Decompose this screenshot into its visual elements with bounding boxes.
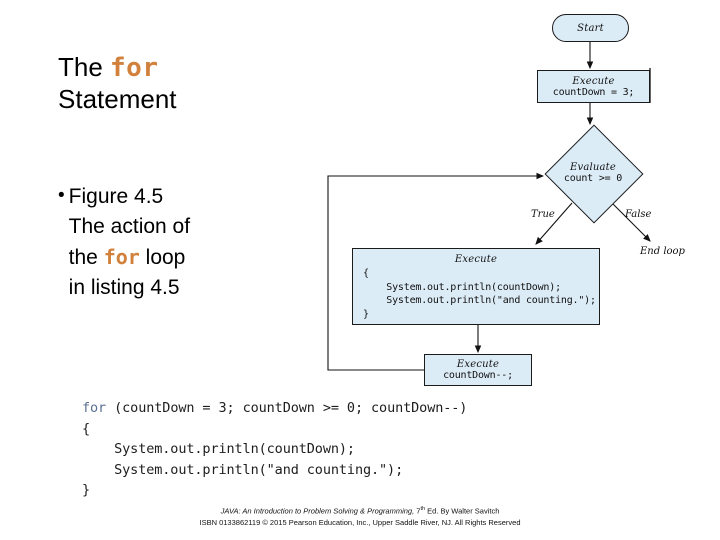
footer-edition-tail: Ed. By Walter Savitch bbox=[425, 506, 500, 516]
bullet-line-4: in listing 4.5 bbox=[68, 276, 180, 300]
code-line-2: { bbox=[82, 420, 91, 437]
node-init-code: countDown = 3; bbox=[552, 86, 635, 98]
flowchart-connectors bbox=[327, 42, 651, 371]
footer-title: JAVA: An Introduction to Problem Solving… bbox=[220, 506, 415, 516]
footer-edition-sup: th bbox=[420, 506, 426, 512]
flowchart-node-body: Execute { System.out.println(countDown);… bbox=[352, 248, 600, 325]
node-update-label: Execute bbox=[456, 359, 500, 370]
footer-line-2: ISBN 0133862119 © 2015 Pearson Education… bbox=[199, 517, 521, 527]
title-keyword-for: for bbox=[110, 53, 159, 83]
node-decision-code: count >= 0 bbox=[563, 173, 623, 184]
flowchart-figure: Start Execute countDown = 3; Evaluate co… bbox=[327, 14, 685, 386]
bullet-line-1: Figure 4.5 bbox=[68, 185, 164, 208]
title-line-1: The for bbox=[58, 52, 308, 84]
page-title: The for Statement bbox=[58, 52, 308, 114]
edge-label-true: True bbox=[531, 209, 555, 220]
code-keyword-for: for bbox=[82, 400, 107, 416]
footer-credit: JAVA: An Introduction to Problem Solving… bbox=[0, 505, 720, 528]
edge-label-false: False bbox=[625, 209, 652, 220]
bullet-line-3-prefix: the bbox=[68, 245, 104, 269]
bullet-line-3-suffix: loop bbox=[139, 245, 186, 269]
footer-line-1: JAVA: An Introduction to Problem Solving… bbox=[0, 505, 720, 517]
code-listing: for (countDown = 3; countDown >= 0; coun… bbox=[82, 398, 467, 501]
node-update-code: countDown--; bbox=[443, 370, 513, 381]
code-line-5: } bbox=[82, 482, 91, 499]
flowchart-node-update: Execute countDown--; bbox=[424, 354, 532, 386]
bullet-dot-icon: • bbox=[58, 185, 65, 206]
title-line-2: Statement bbox=[58, 83, 177, 114]
code-line-4: System.out.println("and counting."); bbox=[82, 461, 404, 478]
bullet-keyword-for: for bbox=[103, 244, 140, 269]
node-init-label: Execute bbox=[572, 75, 615, 87]
bullet-line-2: The action of bbox=[68, 215, 191, 239]
edge-label-end-loop: End loop bbox=[640, 246, 685, 257]
code-line-3: System.out.println(countDown); bbox=[82, 441, 355, 458]
node-body-code: { System.out.println(countDown); System.… bbox=[363, 268, 596, 320]
flowchart-node-start: Start bbox=[552, 14, 629, 42]
decision-text-group: Evaluate count >= 0 bbox=[545, 125, 641, 221]
node-decision-label: Evaluate bbox=[569, 162, 617, 173]
node-body-label: Execute bbox=[454, 254, 498, 265]
footer-edition-num: 7 bbox=[414, 506, 421, 516]
node-start-label: Start bbox=[577, 22, 604, 34]
code-line-1-rest: (countDown = 3; countDown >= 0; countDow… bbox=[106, 400, 468, 416]
flowchart-node-decision: Evaluate count >= 0 bbox=[544, 124, 644, 224]
title-prefix: The bbox=[58, 52, 111, 82]
flowchart-node-init: Execute countDown = 3; bbox=[537, 70, 650, 103]
